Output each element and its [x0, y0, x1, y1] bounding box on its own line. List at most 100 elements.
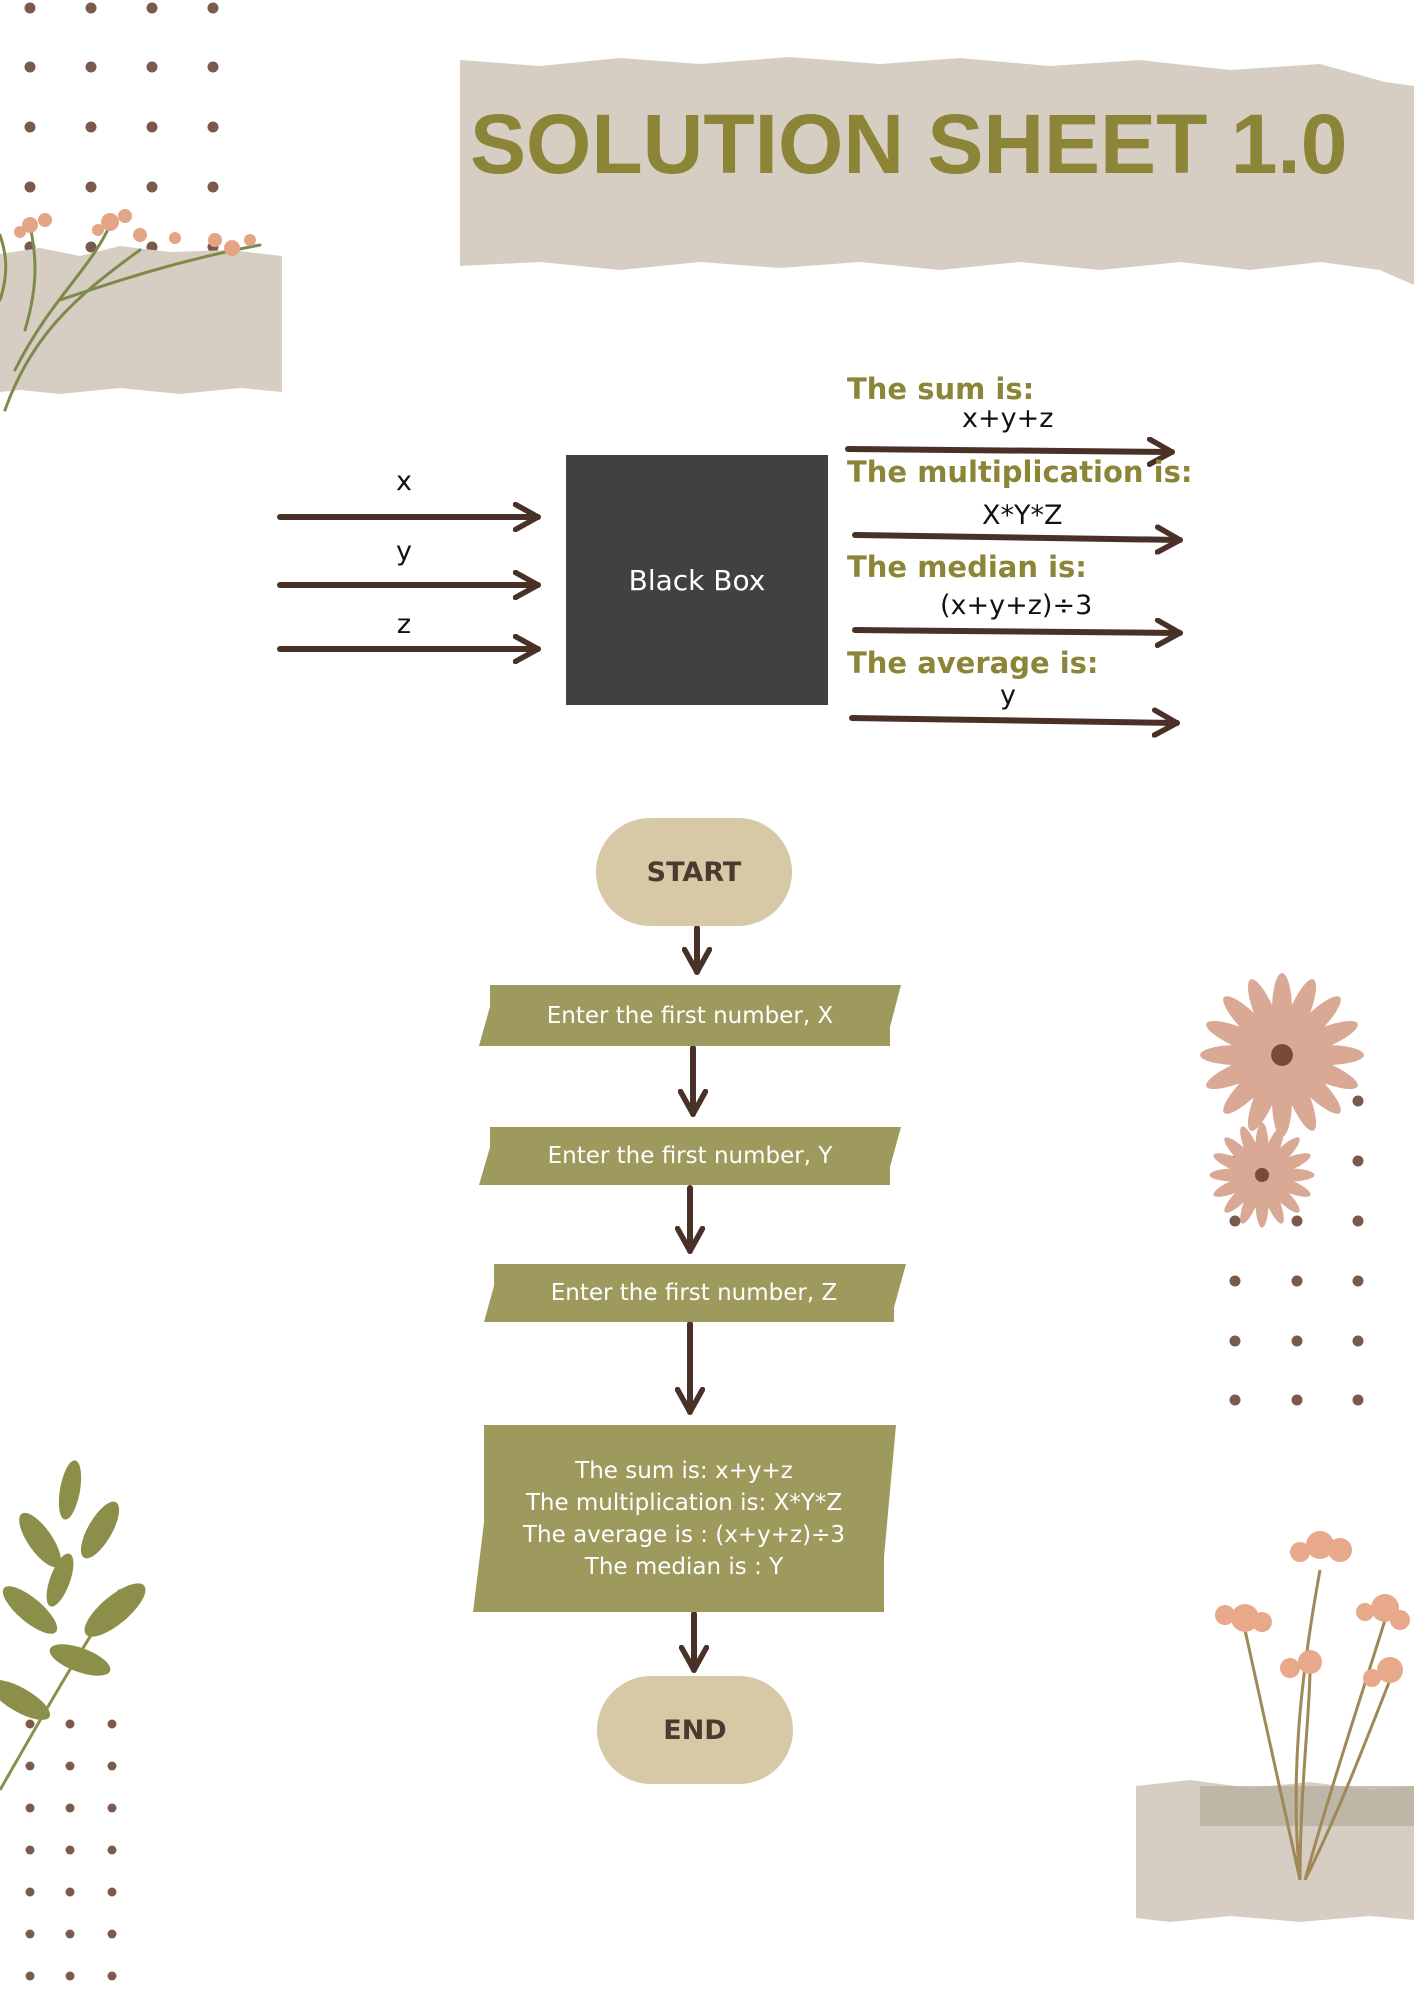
decorative-dot	[25, 1887, 35, 1897]
decorative-dot	[1352, 1394, 1364, 1406]
decorative-dot	[25, 1971, 35, 1981]
decorative-dot	[1229, 1394, 1241, 1406]
decorative-dot	[25, 1719, 35, 1729]
output-formula-sum: x+y+z	[962, 403, 1054, 434]
decorative-dot	[146, 181, 158, 193]
daisy-petal	[1213, 1153, 1260, 1176]
flow-end-terminal: END	[597, 1676, 793, 1784]
decorative-dot	[1229, 1335, 1241, 1347]
decorative-dot	[1352, 1155, 1364, 1167]
decorative-dot	[1352, 1335, 1364, 1347]
torn-paper-title-banner	[460, 57, 1414, 285]
decorative-dot	[65, 1929, 75, 1939]
flow-output-line-average: The average is : (x+y+z)÷3	[523, 1521, 845, 1548]
decorative-dot	[146, 2, 158, 14]
decorative-dot	[25, 1803, 35, 1813]
decorative-dot	[1291, 1394, 1303, 1406]
tape-strip	[1200, 1786, 1414, 1826]
decorative-dot	[85, 181, 97, 193]
decorative-dot	[1291, 1275, 1303, 1287]
flow-start-terminal: START	[596, 818, 792, 926]
decorative-dot	[1291, 1335, 1303, 1347]
flow-input-z-label: Enter the first number, Z	[550, 1280, 838, 1306]
output-formula-median: (x+y+z)÷3	[940, 590, 1093, 621]
decorative-dot	[107, 1971, 117, 1981]
daisy-petal	[1280, 979, 1317, 1052]
output-label-multiplication: The multiplication is:	[847, 455, 1193, 489]
output-formula-average: y	[1000, 680, 1016, 711]
output-label-average: The average is:	[847, 646, 1099, 680]
daisy-petal	[1264, 1174, 1311, 1197]
daisy-petal	[1261, 1126, 1284, 1173]
decorative-dot	[24, 2, 36, 14]
leaf-branch-icon	[0, 1460, 146, 1791]
decorative-dot	[24, 181, 36, 193]
flow-output-block: The sum is: x+y+z The multiplication is:…	[484, 1425, 884, 1612]
decorative-dot	[1291, 1215, 1303, 1227]
decorative-dot	[207, 61, 219, 73]
daisy-petal	[1224, 1137, 1261, 1174]
decorative-dot	[1352, 1095, 1364, 1107]
decorative-dot	[24, 121, 36, 133]
daisy-petal	[1285, 1053, 1358, 1090]
decorative-dot	[107, 1887, 117, 1897]
flow-input-y-label: Enter the first number, Y	[547, 1143, 833, 1169]
decorative-dot	[85, 241, 97, 253]
decorative-dot	[85, 61, 97, 73]
decorative-dot	[85, 2, 97, 14]
decorative-dot	[107, 1803, 117, 1813]
flow-input-x: Enter the first number, X	[490, 985, 890, 1046]
flow-output-line-median: The median is : Y	[584, 1553, 784, 1580]
daisy-petal	[1247, 979, 1284, 1052]
page-title: SOLUTION SHEET 1.0	[470, 97, 1348, 191]
daisy-center	[1271, 1044, 1293, 1066]
decorative-dot	[25, 1761, 35, 1771]
decorative-dot	[1229, 1275, 1241, 1287]
decorative-dot	[25, 1929, 35, 1939]
decorative-dot	[107, 1719, 117, 1729]
daisy-petal	[1224, 1176, 1261, 1213]
output-label-sum: The sum is:	[847, 372, 1035, 406]
daisy-petal	[1240, 1126, 1263, 1173]
input-label-x: x	[396, 466, 412, 497]
flow-output-line-multiplication: The multiplication is: X*Y*Z	[525, 1489, 843, 1516]
torn-paper-top-left	[0, 246, 282, 394]
decorative-dot	[1352, 1215, 1364, 1227]
decorative-dot	[1352, 1275, 1364, 1287]
flow-input-y: Enter the first number, Y	[490, 1127, 890, 1185]
decorative-dot	[107, 1761, 117, 1771]
decorative-dot	[65, 1719, 75, 1729]
decorative-dot	[1229, 1215, 1241, 1227]
flow-end-label: END	[663, 1714, 727, 1746]
daisy-petal	[1240, 1177, 1263, 1224]
output-formula-multiplication: X*Y*Z	[982, 500, 1063, 531]
input-label-y: y	[396, 536, 412, 567]
decorative-dot	[65, 1761, 75, 1771]
flow-start-label: START	[646, 856, 742, 888]
wildflowers-icon	[1215, 1531, 1410, 1881]
flower-sprig-icon	[0, 223, 262, 412]
decorative-dot	[24, 61, 36, 73]
flow-output-line-sum: The sum is: x+y+z	[575, 1457, 793, 1484]
decorative-dot	[207, 2, 219, 14]
daisy-center	[1255, 1168, 1269, 1182]
decorative-dot	[107, 1929, 117, 1939]
daisy-petal	[1263, 1137, 1300, 1174]
output-arrow-multiplication	[852, 535, 1183, 540]
daisy-petal	[1206, 1020, 1279, 1057]
daisy-petal	[1263, 1176, 1300, 1213]
daisy-petal	[1223, 1056, 1281, 1114]
flow-connectors	[690, 925, 697, 1673]
decorative-dot	[65, 1971, 75, 1981]
daisy-flower-icon	[1200, 973, 1364, 1228]
output-arrow-sum	[845, 449, 1175, 452]
decorative-dot	[207, 181, 219, 193]
output-arrow-median	[852, 630, 1183, 633]
black-box: Black Box	[566, 455, 828, 705]
daisy-petal	[1247, 1058, 1284, 1131]
decorative-dot	[65, 1887, 75, 1897]
daisy-petal	[1283, 996, 1341, 1054]
daisy-petal	[1283, 1056, 1341, 1114]
decorative-dot	[85, 121, 97, 133]
decorative-dot	[25, 1845, 35, 1855]
